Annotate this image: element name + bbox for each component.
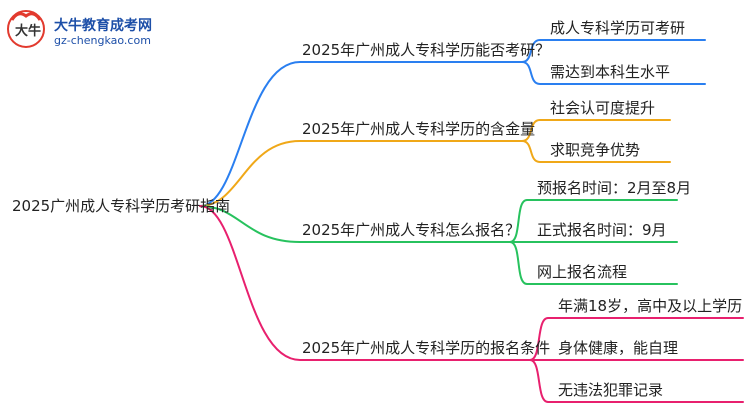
brand-logo: 大牛 大牛教育成考网 gz-chengkao.com	[4, 6, 164, 52]
branch-edge	[199, 205, 511, 243]
leaf-edge	[521, 61, 706, 85]
branch-topic: 2025年广州成人专科学历的报名条件	[302, 339, 551, 357]
leaf-topic: 成人专科学历可考研	[550, 19, 686, 37]
leaf-topic: 预报名时间：2月至8月	[537, 179, 692, 197]
leaf-edge	[521, 140, 671, 163]
leaf-edge	[509, 241, 678, 285]
branch-topic: 2025年广州成人专科学历的含金量	[302, 120, 536, 138]
leaf-topic: 网上报名流程	[537, 263, 628, 281]
leaf-edge	[521, 119, 671, 142]
leaf-topic: 社会认可度提升	[550, 99, 656, 117]
leaf-edge	[529, 359, 744, 403]
branch-topic: 2025年广州成人专科怎么报名？	[302, 221, 521, 239]
brand-url: gz-chengkao.com	[54, 34, 151, 47]
leaf-topic: 正式报名时间：9月	[537, 221, 667, 239]
branch-edge	[199, 140, 523, 207]
branch-edge	[199, 205, 531, 361]
leaf-edge	[529, 317, 744, 361]
branch-topic: 2025年广州成人专科学历能否考研？	[302, 41, 551, 59]
leaf-topic: 无违法犯罪记录	[558, 381, 664, 399]
leaf-edge	[509, 199, 678, 243]
leaf-topic: 年满18岁，高中及以上学历	[558, 297, 743, 315]
brand-title: 大牛教育成考网	[54, 18, 152, 34]
logo-emblem-text: 大牛	[15, 24, 42, 39]
leaf-topic: 身体健康，能自理	[558, 339, 679, 357]
leaf-edge	[521, 39, 706, 63]
leaf-topic: 求职竞争优势	[550, 141, 641, 159]
bull-logo-icon	[7, 10, 45, 48]
leaf-topic: 需达到本科生水平	[550, 63, 671, 81]
branch-edge	[199, 61, 523, 207]
root-topic: 2025广州成人专科学历考研指南	[12, 197, 231, 215]
